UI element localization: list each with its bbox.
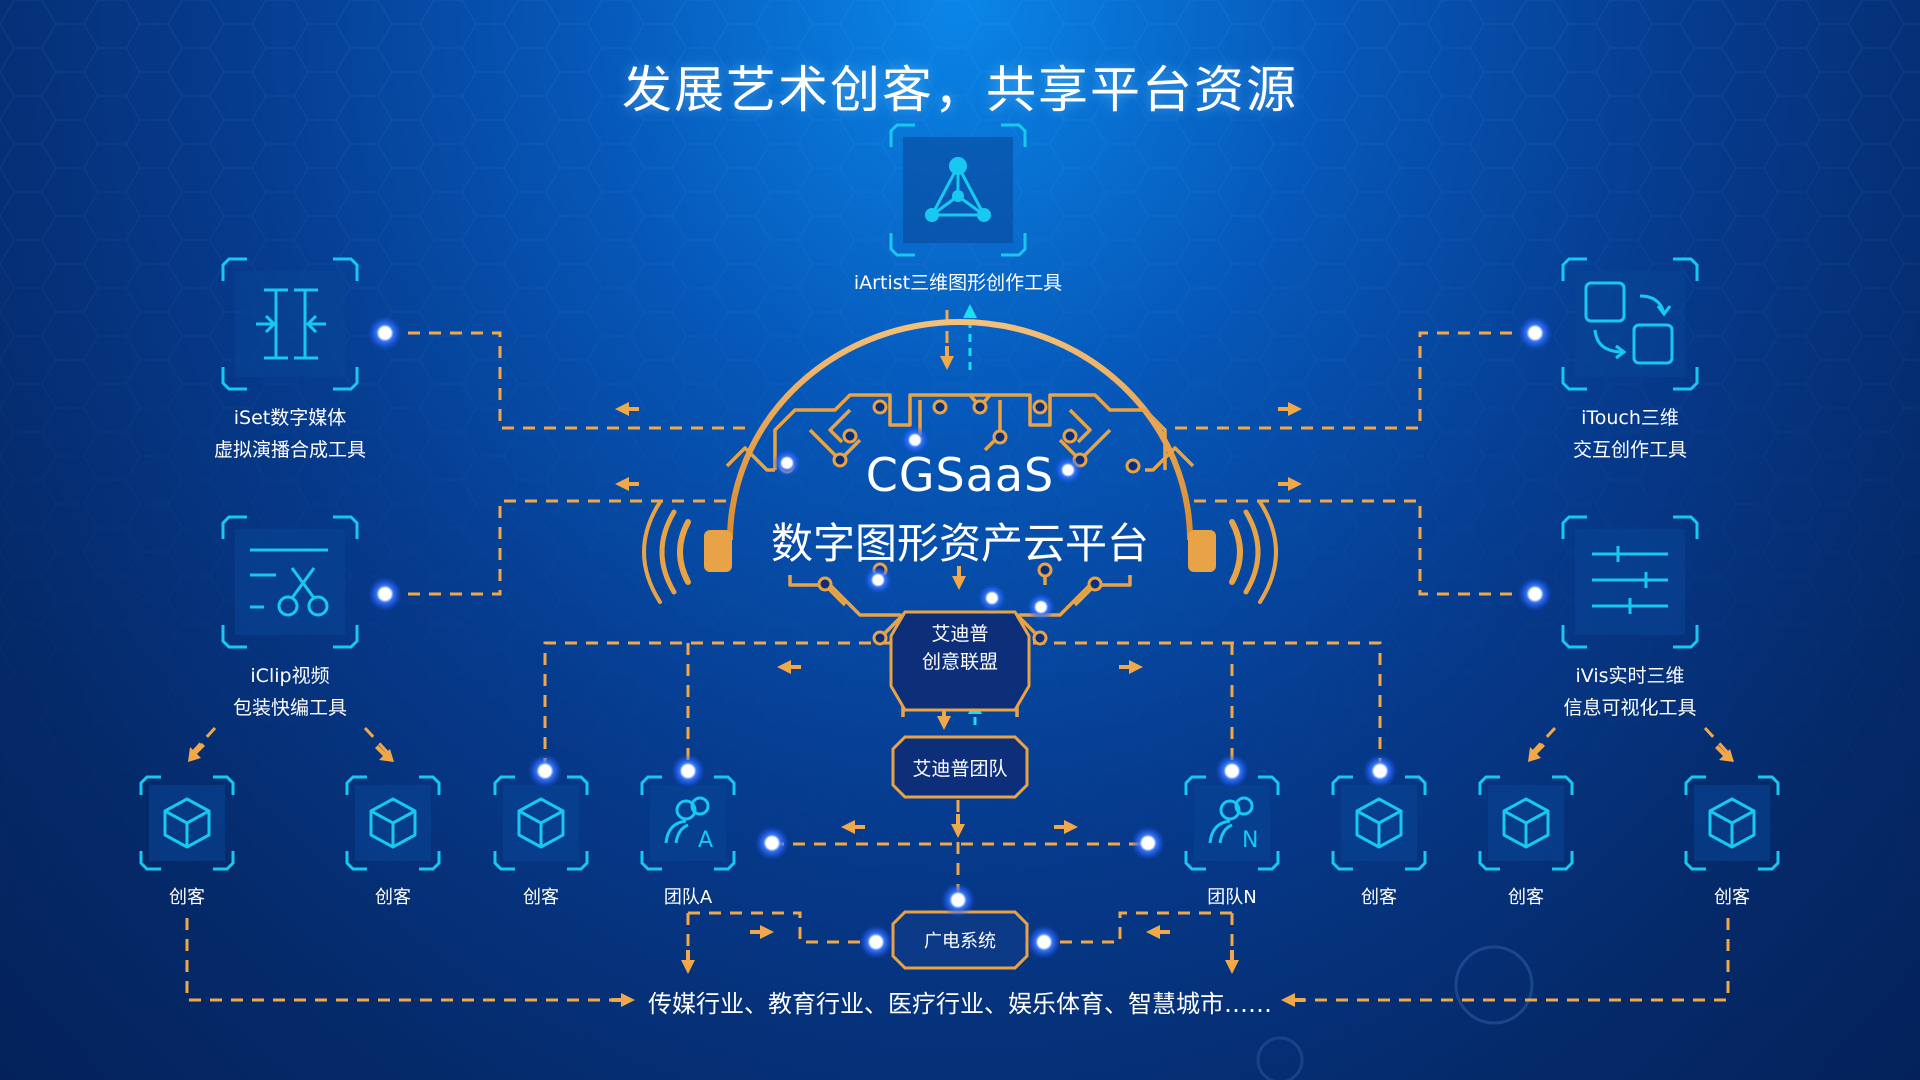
team-icon [1208,796,1254,844]
node-frame [493,775,589,871]
flow-arrows [188,346,1734,1007]
feedback-arrows [968,318,977,725]
node-label: 创客 [1361,887,1397,908]
alliance-hexagon [889,610,1031,712]
maker-node[interactable] [139,775,235,871]
iclip-label-line1: iClip视频 [250,665,330,687]
node-frame [1684,775,1780,871]
node-frame: A [640,775,736,871]
tool-frame [889,123,1027,257]
team-icon [664,796,710,844]
maker-node[interactable] [1478,775,1574,871]
svg-text:A: A [698,828,713,853]
iclip-label: iClip视频 包装快编工具 [130,660,450,724]
tool-frame [1561,515,1699,649]
node-label: 创客 [375,887,411,908]
svg-text:N: N [1242,828,1258,853]
tool-frame [221,515,359,649]
iartist-tool-box[interactable] [889,123,1027,257]
ivis-label-line1: iVis实时三维 [1575,665,1685,687]
circuit-nodes [779,399,1141,646]
ivis-label: iVis实时三维 信息可视化工具 [1470,660,1790,724]
platform-subtitle: 数字图形资产云平台 [770,519,1149,568]
cube-icon [1708,797,1756,849]
broadcast-box[interactable]: 广电系统 [924,931,996,952]
iset-tool-box[interactable] [221,257,359,391]
broadcast-box-frame [891,910,1029,970]
page-title: 发展艺术创客，共享平台资源 [622,61,1298,119]
itouch-label: iTouch三维 交互创作工具 [1470,402,1790,466]
node-label: 创客 [169,887,205,908]
glow-dots [368,316,1552,959]
itouch-label-line1: iTouch三维 [1581,407,1679,429]
industries-text: 传媒行业、教育行业、医疗行业、娱乐体育、智慧城市…… [648,990,1272,1018]
node-frame [139,775,235,871]
platform-name: CGSaaS [865,448,1055,502]
iset-label-line1: iSet数字媒体 [233,407,347,429]
iclip-label-line2: 包装快编工具 [232,697,347,719]
maker-node[interactable] [493,775,589,871]
cube-icon [1355,797,1403,849]
node-frame: N [1184,775,1280,871]
headphone-emblem [642,319,1278,604]
itouch-label-line2: 交互创作工具 [1572,439,1687,461]
maker-node[interactable] [1684,775,1780,871]
node-frame [1331,775,1427,871]
tool-frame [221,257,359,391]
team-node[interactable]: A [640,775,736,871]
node-label: 创客 [1714,887,1750,908]
cube-icon [1502,797,1550,849]
node-frame [345,775,441,871]
alliance-line2: 创意联盟 [921,651,998,673]
team-box[interactable]: 艾迪普团队 [912,758,1008,780]
cube-icon [163,797,211,849]
node-frame [1478,775,1574,871]
node-label: 团队N [1207,887,1257,908]
itouch-tool-box[interactable] [1561,257,1699,391]
maker-node[interactable] [345,775,441,871]
iset-label-line2: 虚拟演播合成工具 [213,439,366,461]
alliance-line1: 艾迪普 [931,623,989,645]
node-label: 创客 [1508,887,1544,908]
iset-label: iSet数字媒体 虚拟演播合成工具 [130,402,450,466]
iclip-tool-box[interactable] [221,515,359,649]
iartist-label: iArtist三维图形创作工具 [853,272,1063,294]
team-node[interactable]: N [1184,775,1280,871]
ivis-tool-box[interactable] [1561,515,1699,649]
maker-node[interactable] [1331,775,1427,871]
cube-icon [517,797,565,849]
alliance-label: 艾迪普 创意联盟 [900,620,1020,676]
team-box-frame [891,735,1029,799]
ivis-label-line2: 信息可视化工具 [1563,697,1697,719]
tool-frame [1561,257,1699,391]
node-label: 创客 [523,887,559,908]
cube-icon [369,797,417,849]
node-label: 团队A [663,887,713,908]
